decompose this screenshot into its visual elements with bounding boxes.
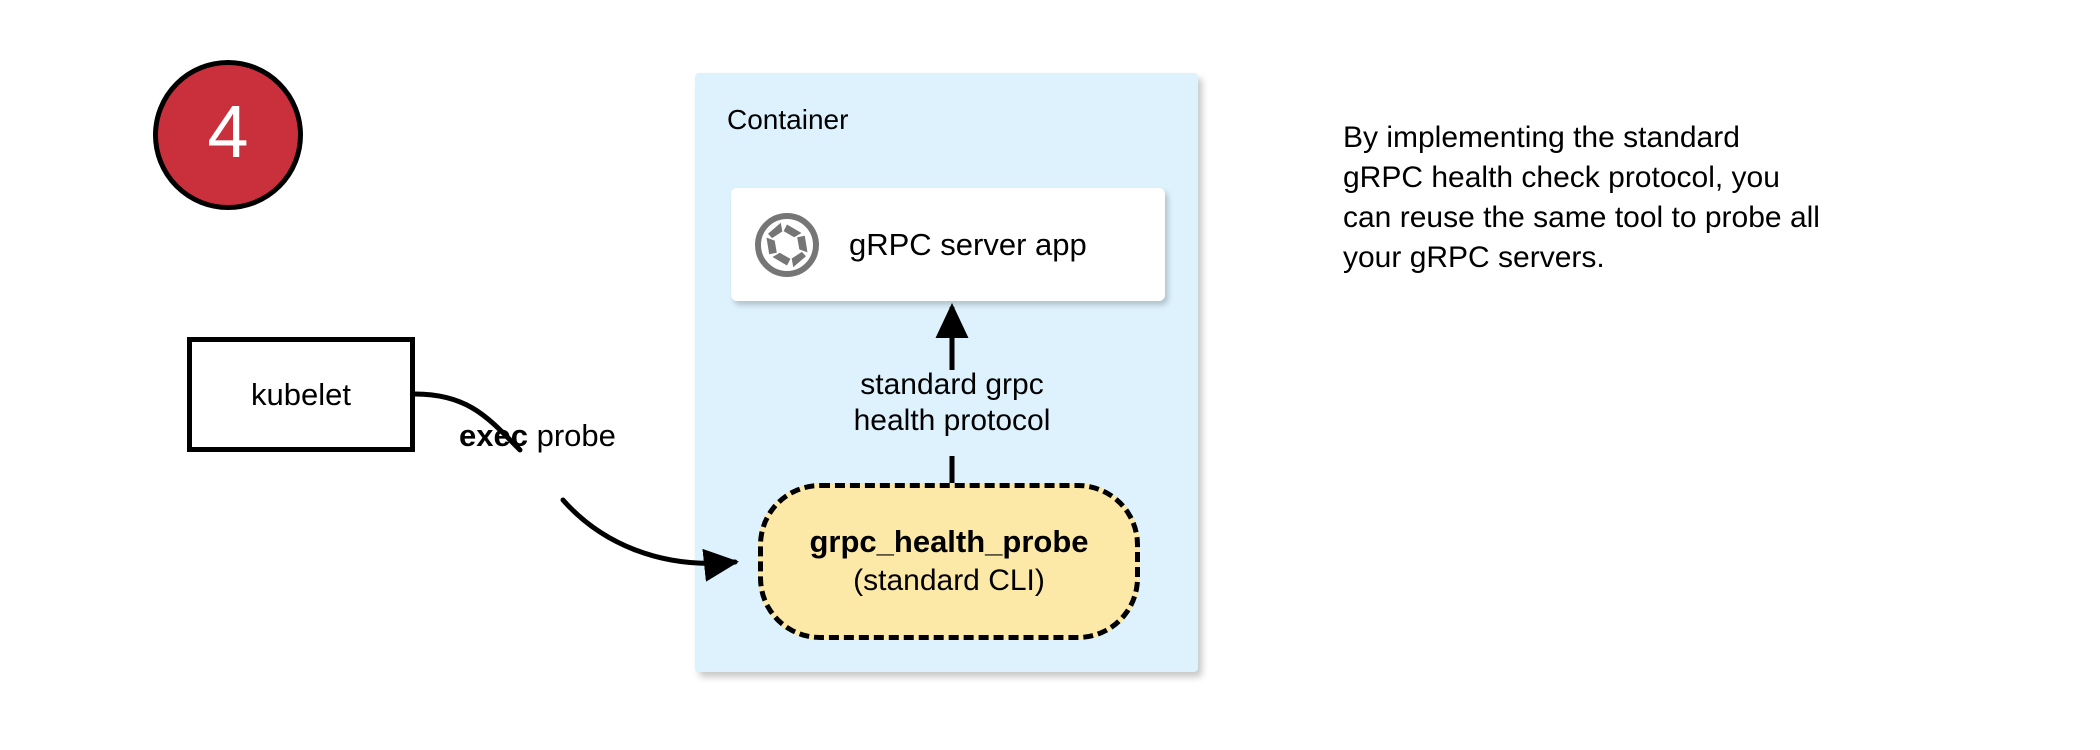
kubelet-node-label: kubelet: [251, 377, 351, 412]
step-number-value: 4: [207, 90, 249, 173]
health-protocol-edge-label: standard grpc health protocol: [752, 367, 1152, 439]
annotation-line-1: By implementing the standard: [1343, 121, 1740, 154]
grpc-server-app-card: gRPC server app: [731, 188, 1165, 301]
exec-probe-edge-label: exec probe: [459, 420, 616, 451]
grpc-aperture-icon: [755, 212, 819, 277]
exec-probe-suffix: probe: [527, 418, 616, 453]
annotation-line-2: gRPC health check protocol, you: [1343, 161, 1780, 194]
grpc-health-probe-node: grpc_health_probe (standard CLI): [758, 483, 1140, 640]
grpc-health-probe-title: grpc_health_probe: [809, 524, 1089, 560]
annotation-text: By implementing the standard gRPC health…: [1343, 118, 1943, 278]
health-protocol-line-1: standard grpc: [860, 368, 1044, 401]
grpc-health-probe-subtitle: (standard CLI): [853, 564, 1045, 598]
container-title: Container: [727, 104, 849, 135]
exec-probe-keyword: exec: [459, 418, 528, 453]
health-protocol-line-2: health protocol: [853, 404, 1051, 437]
annotation-line-4: your gRPC servers.: [1343, 241, 1605, 274]
grpc-server-app-label: gRPC server app: [849, 227, 1087, 262]
step-number-badge: 4: [153, 60, 303, 210]
annotation-line-3: can reuse the same tool to probe all: [1343, 201, 1820, 234]
kubelet-node: kubelet: [187, 337, 415, 452]
